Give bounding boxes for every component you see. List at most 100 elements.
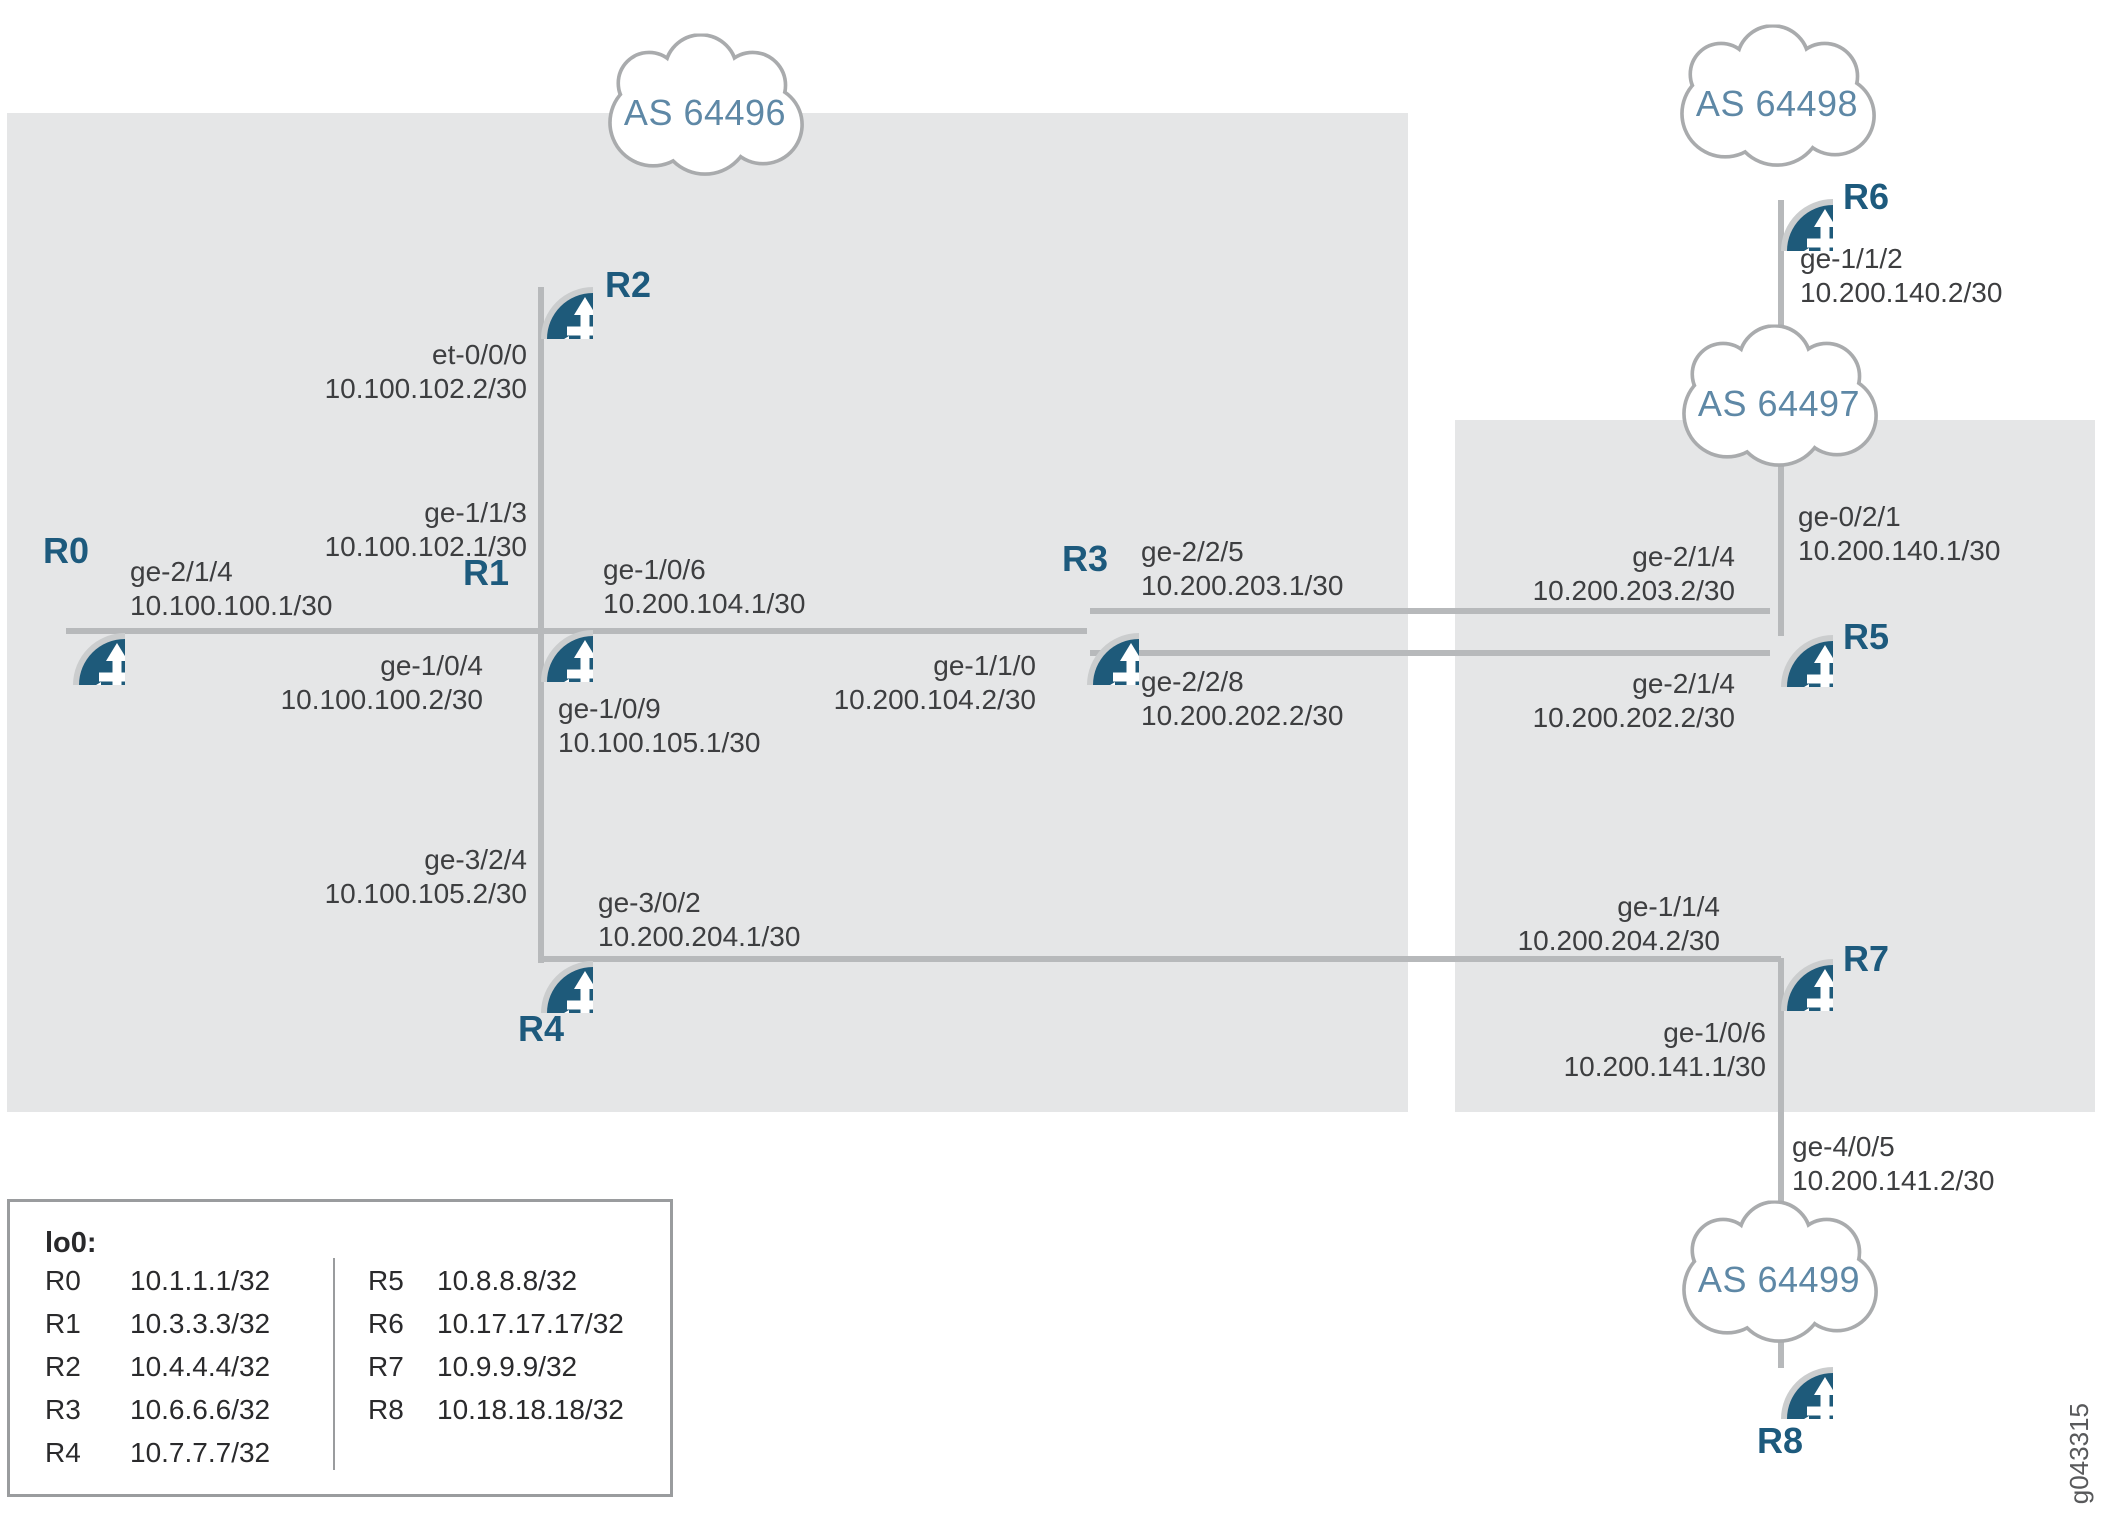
legend-row: R2 10.4.4.4/32 (45, 1350, 270, 1384)
interface-ip: 10.100.100.2/30 (280, 684, 483, 715)
legend-row: R1 10.3.3.3/32 (45, 1307, 270, 1341)
legend-router: R8 (368, 1394, 404, 1425)
iflabel-r2-et000: et-0/0/0 10.100.102.2/30 (325, 338, 527, 406)
router-icon (21, 581, 125, 685)
cloud-as64498: AS 64498 (1661, 24, 1893, 170)
interface-ip: 10.200.141.2/30 (1792, 1165, 1995, 1196)
link-r4-r7 (541, 956, 1781, 962)
interface-name: ge-2/2/8 (1141, 666, 1244, 697)
router-icon (1035, 581, 1139, 685)
legend-router: R6 (368, 1308, 404, 1339)
interface-ip: 10.200.140.2/30 (1800, 277, 2003, 308)
interface-ip: 10.200.202.2/30 (1141, 700, 1344, 731)
interface-name: ge-3/0/2 (598, 887, 701, 918)
interface-name: ge-0/2/1 (1798, 501, 1901, 532)
interface-ip: 10.100.105.2/30 (324, 878, 527, 909)
as64497-label: AS 64497 (1697, 383, 1861, 425)
legend-ip: 10.3.3.3/32 (130, 1308, 271, 1339)
link-r1-r3 (538, 628, 1087, 634)
interface-ip: 10.200.104.2/30 (833, 684, 1036, 715)
router-r2 (489, 235, 593, 339)
router-r7 (1729, 907, 1833, 1011)
link-r3-r5-lower (1090, 650, 1770, 656)
iflabel-r3-ge225: ge-2/2/5 10.200.203.1/30 (1141, 535, 1343, 603)
iflabel-r5-ge021: ge-0/2/1 10.200.140.1/30 (1798, 500, 2000, 568)
link-r7-r8 (1778, 958, 1784, 1368)
interface-ip: 10.200.202.2/30 (1532, 702, 1735, 733)
legend-ip: 10.7.7.7/32 (130, 1437, 271, 1468)
link-r2-r1 (538, 287, 544, 632)
legend-router: R0 (45, 1265, 81, 1296)
legend-row: R5 10.8.8.8/32 (368, 1264, 577, 1298)
interface-name: ge-2/2/5 (1141, 536, 1244, 567)
legend-router: R4 (45, 1437, 81, 1468)
iflabel-r1-ge109: ge-1/0/9 10.100.105.1/30 (558, 692, 760, 760)
interface-ip: 10.200.204.1/30 (598, 921, 801, 952)
iflabel-r7-ge106: ge-1/0/6 10.200.141.1/30 (1564, 1016, 1766, 1084)
legend-router: R3 (45, 1394, 81, 1425)
iflabel-r8-ge405: ge-4/0/5 10.200.141.2/30 (1792, 1130, 1994, 1198)
router-r5-label: R5 (1843, 616, 1890, 657)
router-r5 (1729, 583, 1833, 687)
legend-router: R2 (45, 1351, 81, 1382)
router-r0-label: R0 (42, 530, 90, 571)
interface-name: ge-3/2/4 (424, 844, 527, 875)
as64496-label: AS 64496 (623, 92, 787, 134)
interface-name: ge-1/0/6 (603, 554, 706, 585)
legend-ip: 10.18.18.18/32 (437, 1394, 624, 1425)
legend-row: R3 10.6.6.6/32 (45, 1393, 270, 1427)
iflabel-r1-ge106: ge-1/0/6 10.200.104.1/30 (603, 553, 805, 621)
iflabel-r7-ge114: ge-1/1/4 10.200.204.2/30 (1518, 890, 1720, 958)
legend-row: R7 10.9.9.9/32 (368, 1350, 577, 1384)
iflabel-r5-ge214-lower: ge-2/1/4 10.200.202.2/30 (1533, 667, 1735, 735)
cloud-as64499: AS 64499 (1663, 1200, 1895, 1346)
legend-row: R4 10.7.7.7/32 (45, 1436, 270, 1470)
iflabel-r1-ge104: ge-1/0/4 10.100.100.2/30 (281, 649, 483, 717)
interface-ip: 10.100.102.2/30 (324, 373, 527, 404)
iflabel-r3-ge110: ge-1/1/0 10.200.104.2/30 (834, 649, 1036, 717)
router-r4 (489, 909, 593, 1013)
router-icon (1729, 1315, 1833, 1419)
iflabel-r4-ge302: ge-3/0/2 10.200.204.1/30 (598, 886, 800, 954)
router-r3 (1035, 581, 1139, 685)
legend-title: lo0: (45, 1227, 97, 1259)
legend-row: R0 10.1.1.1/32 (45, 1264, 270, 1298)
loopback-legend: lo0: R0 10.1.1.1/32 R1 10.3.3.3/32 R2 10… (7, 1199, 673, 1497)
figure-id-watermark: g043315 (2064, 1402, 2094, 1504)
iflabel-r4-ge324: ge-3/2/4 10.100.105.2/30 (325, 843, 527, 911)
iflabel-r5-ge214-upper: ge-2/1/4 10.200.203.2/30 (1533, 540, 1735, 608)
as64499-label: AS 64499 (1697, 1259, 1861, 1301)
interface-name: ge-1/1/3 (424, 497, 527, 528)
cloud-as64496: AS 64496 (589, 33, 821, 179)
link-r0-r1 (66, 628, 545, 634)
interface-name: ge-1/1/2 (1800, 243, 1903, 274)
legend-ip: 10.6.6.6/32 (130, 1394, 271, 1425)
interface-name: ge-4/0/5 (1792, 1131, 1895, 1162)
interface-name: ge-1/0/9 (558, 693, 661, 724)
interface-ip: 10.100.105.1/30 (558, 727, 761, 758)
interface-name: ge-2/1/4 (1632, 541, 1735, 572)
legend-ip: 10.1.1.1/32 (130, 1265, 271, 1296)
interface-name: ge-2/1/4 (1632, 668, 1735, 699)
router-r1-label: R1 (462, 552, 510, 593)
interface-name: ge-1/1/4 (1617, 891, 1720, 922)
router-icon (1729, 583, 1833, 687)
router-r8-label: R8 (1756, 1420, 1804, 1461)
router-r6-label: R6 (1843, 176, 1890, 217)
iflabel-r1-ge113: ge-1/1/3 10.100.102.1/30 (325, 496, 527, 564)
router-icon (1729, 907, 1833, 1011)
interface-ip: 10.200.104.1/30 (603, 588, 806, 619)
link-r3-r5-upper (1090, 608, 1770, 614)
legend-ip: 10.17.17.17/32 (437, 1308, 624, 1339)
iflabel-r0-ge214: ge-2/1/4 10.100.100.1/30 (130, 555, 332, 623)
interface-ip: 10.200.140.1/30 (1798, 535, 2001, 566)
legend-row: R8 10.18.18.18/32 (368, 1393, 624, 1427)
interface-name: ge-1/0/4 (380, 650, 483, 681)
legend-router: R7 (368, 1351, 404, 1382)
router-r2-label: R2 (605, 264, 652, 305)
router-r4-label: R4 (517, 1008, 565, 1049)
legend-divider (333, 1258, 335, 1470)
router-icon (1729, 147, 1833, 251)
interface-name: ge-2/1/4 (130, 556, 233, 587)
